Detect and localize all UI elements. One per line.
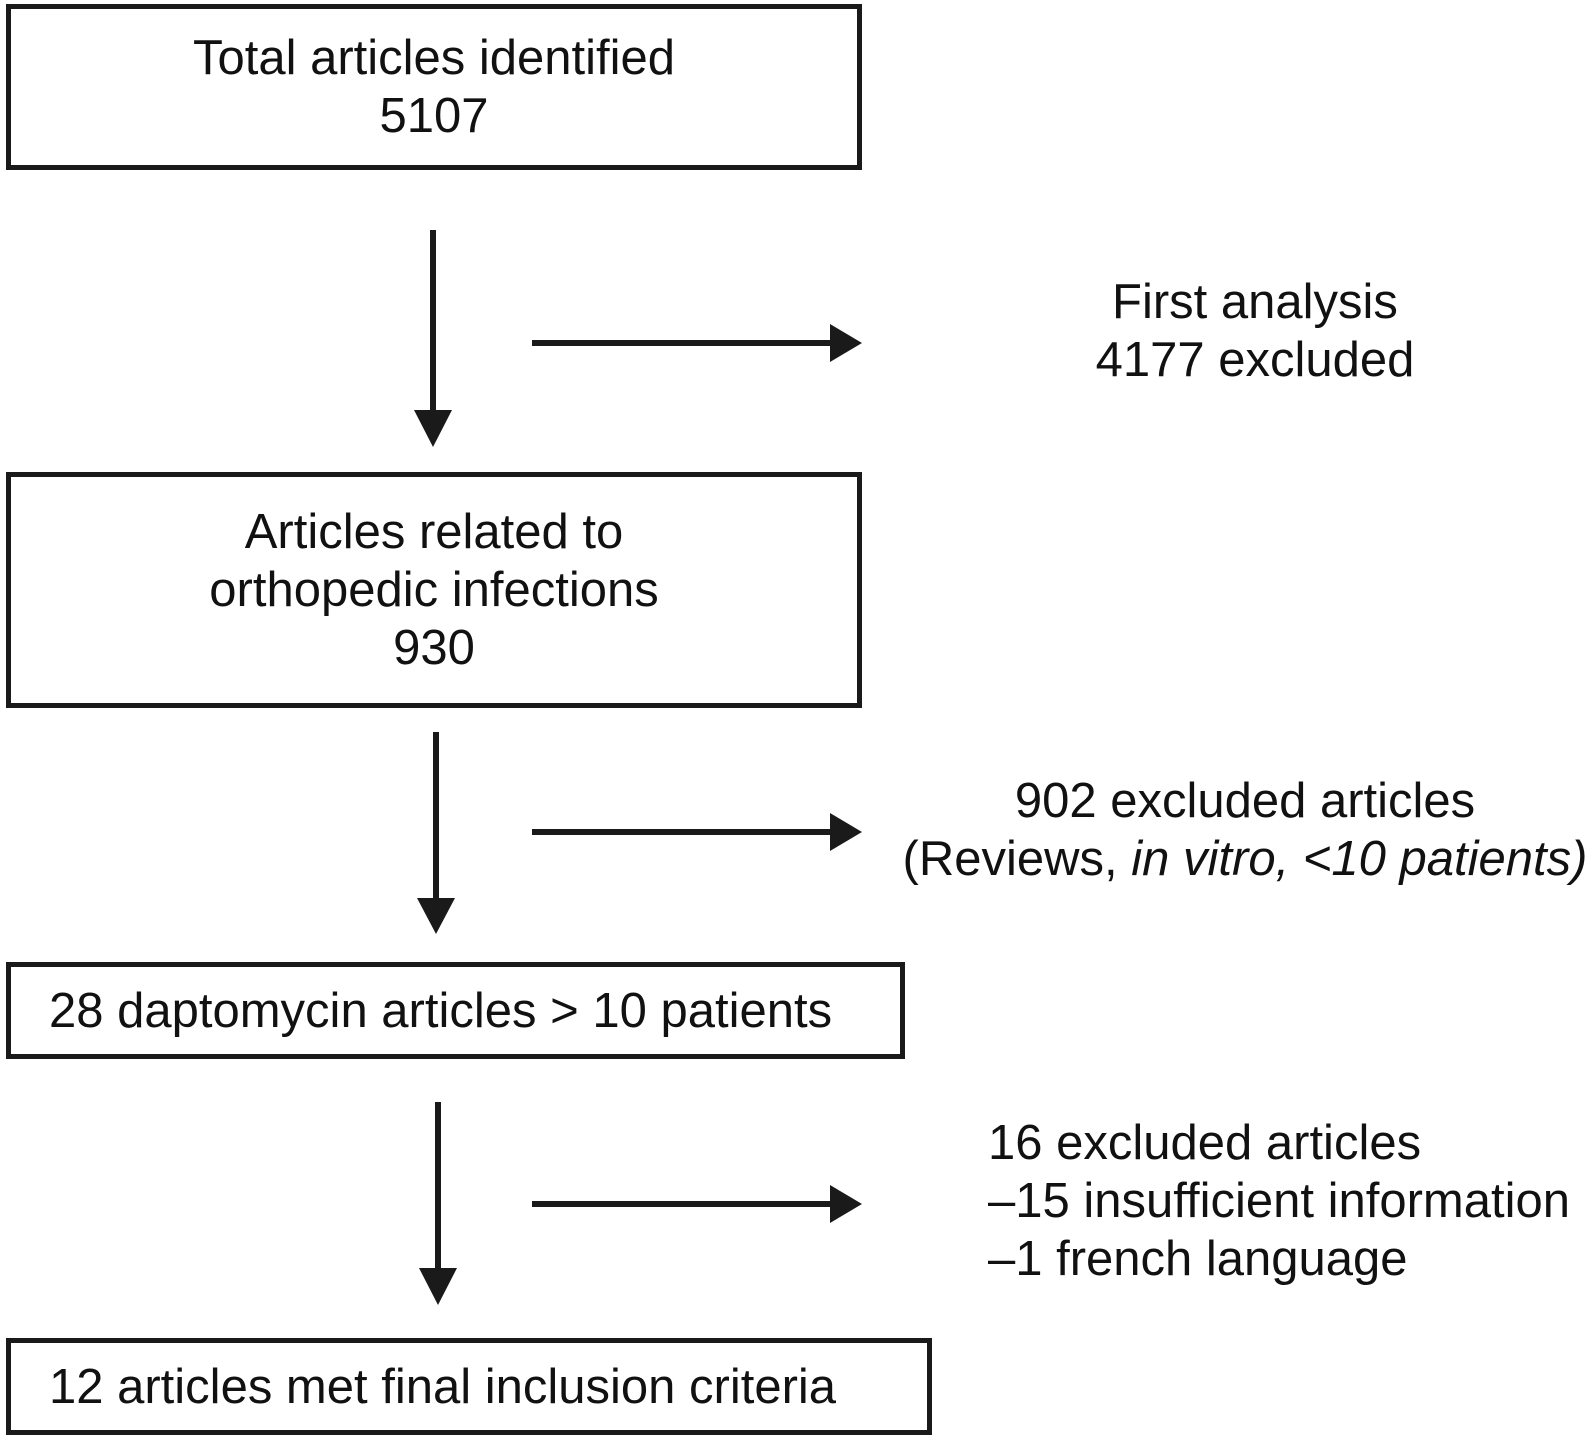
second-exclusion-title: 902 excluded articles bbox=[1014, 774, 1476, 828]
down-arrow-1 bbox=[414, 230, 452, 447]
final-inclusion-label: 12 articles met final inclusion criteria bbox=[49, 1359, 837, 1414]
third-exclusion-reason-1: –15 insufficient information bbox=[988, 1174, 1570, 1228]
total-articles-count: 5107 bbox=[379, 89, 489, 143]
right-arrow-2 bbox=[532, 813, 862, 851]
orthopedic-articles-box: Articles related to orthopedic infection… bbox=[6, 472, 862, 708]
second-exclusion-reason-italic: in vitro, <10 patients) bbox=[1131, 832, 1588, 886]
first-exclusion-count: 4177 excluded bbox=[1095, 333, 1415, 387]
third-exclusion-title: 16 excluded articles bbox=[988, 1116, 1422, 1170]
final-inclusion-box: 12 articles met final inclusion criteria bbox=[6, 1338, 932, 1435]
total-articles-box: Total articles identified 5107 bbox=[6, 4, 862, 170]
daptomycin-articles-label: 28 daptomycin articles > 10 patients bbox=[49, 983, 833, 1038]
second-exclusion-reason-prefix: (Reviews, bbox=[902, 832, 1132, 886]
first-exclusion-title: First analysis bbox=[1112, 275, 1398, 329]
first-exclusion-note: First analysis 4177 excluded bbox=[1000, 273, 1510, 389]
orthopedic-articles-label-line1: Articles related to bbox=[244, 505, 624, 559]
orthopedic-articles-count: 930 bbox=[393, 621, 475, 675]
third-exclusion-note: 16 excluded articles –15 insufficient in… bbox=[988, 1114, 1588, 1288]
second-exclusion-reason: (Reviews, in vitro, <10 patients) bbox=[900, 830, 1590, 888]
right-arrow-3 bbox=[532, 1185, 862, 1223]
second-exclusion-note: 902 excluded articles (Reviews, in vitro… bbox=[900, 772, 1590, 888]
down-arrow-2 bbox=[417, 732, 455, 934]
third-exclusion-reason-2: –1 french language bbox=[988, 1232, 1408, 1286]
daptomycin-articles-box: 28 daptomycin articles > 10 patients bbox=[6, 962, 905, 1059]
total-articles-label: Total articles identified bbox=[192, 31, 676, 85]
down-arrow-3 bbox=[419, 1102, 457, 1305]
right-arrow-1 bbox=[532, 324, 862, 362]
orthopedic-articles-label-line2: orthopedic infections bbox=[209, 563, 659, 617]
